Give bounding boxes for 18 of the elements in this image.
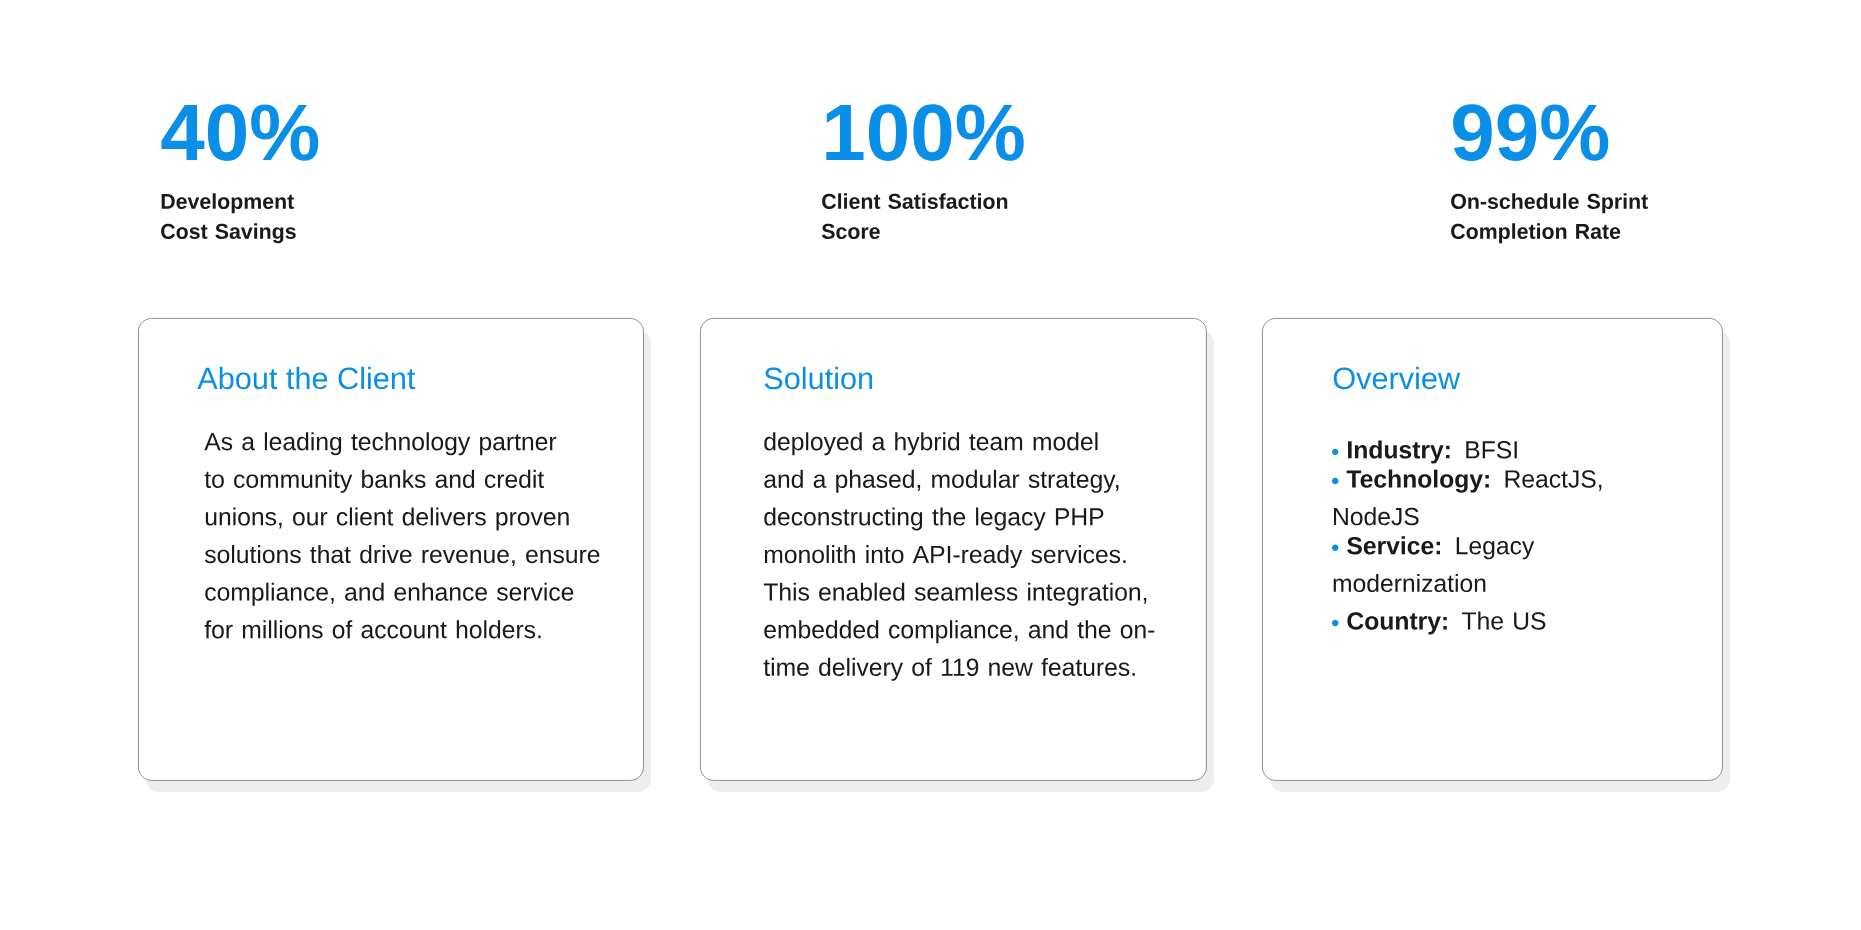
card-heading: About the Client <box>197 366 416 390</box>
bullet-item: Service: Legacy modernization <box>1332 536 1535 593</box>
stat-value: 99% <box>1453 104 1609 161</box>
bullet-item: Country: The US <box>1332 611 1546 635</box>
card-text: deployed a hybrid team model and a phased, modular strategy, deconstructing the legacy PHP monolith into API-ready services. This enabled seamless integration, embedded compliance, and the on-time delivery of 119 new features. <box>763 432 1155 681</box>
stat-value: 100% <box>826 104 1024 161</box>
info-card <box>700 318 1214 792</box>
stat-caption: Development Cost Savings <box>161 193 296 244</box>
bullet-item: Industry: BFSI <box>1332 440 1517 464</box>
card-heading: Solution <box>764 366 873 390</box>
stat-caption: On-schedule Sprint Completion Rate <box>1451 193 1648 244</box>
card-heading: Overview <box>1333 366 1461 390</box>
bullet-item: Technology: ReactJS, NodeJS <box>1332 469 1602 526</box>
info-card <box>1262 318 1730 792</box>
info-card <box>138 318 651 792</box>
card-text: As a leading technology partner to community banks and credit unions, our client delivers proven solutions that drive revenue, ensure compliance, and enhance service for millions of account holders. <box>204 432 600 639</box>
stat-value: 40% <box>161 104 319 161</box>
stat-caption: Client Satisfaction Score <box>821 193 1008 239</box>
